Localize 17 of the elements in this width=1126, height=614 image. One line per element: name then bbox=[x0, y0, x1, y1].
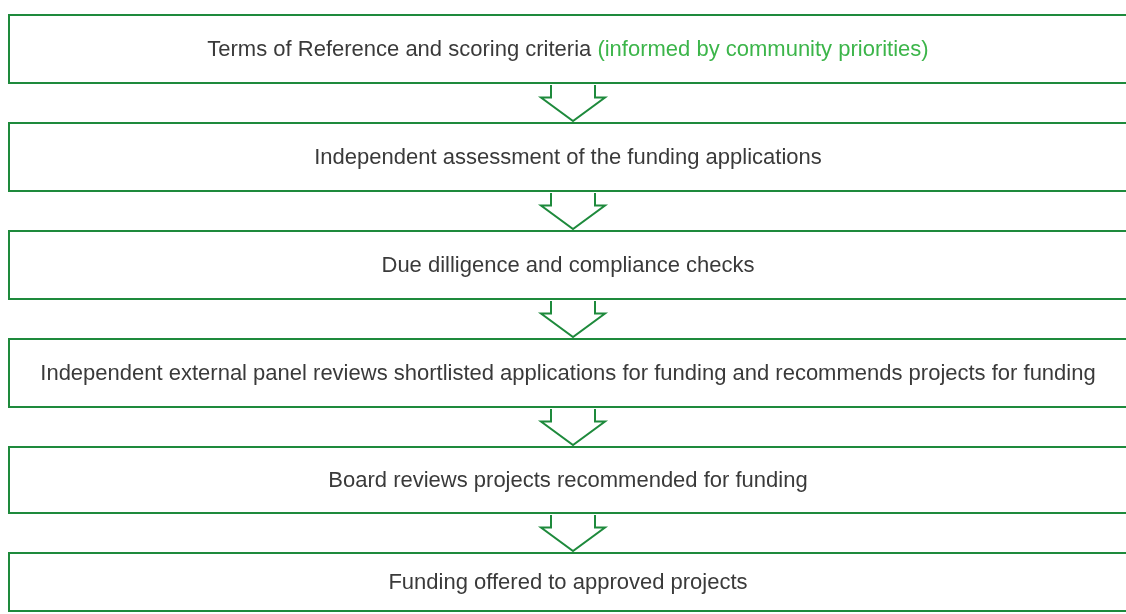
process-box bbox=[8, 122, 1126, 192]
step-text: Independent assessment of the funding applications bbox=[314, 144, 822, 170]
arrow bbox=[537, 408, 609, 447]
process-box bbox=[8, 338, 1126, 408]
process-box bbox=[8, 230, 1126, 300]
process-box bbox=[8, 446, 1126, 514]
arrow bbox=[537, 192, 609, 231]
arrow bbox=[537, 300, 609, 339]
step-text: Due dilligence and compliance checks bbox=[381, 252, 755, 278]
step-text: Funding offered to approved projects bbox=[388, 569, 748, 595]
step-text: Terms of Reference and scoring criteria (informed by community priorities) bbox=[207, 36, 929, 62]
process-box bbox=[8, 552, 1126, 612]
arrow bbox=[537, 514, 609, 553]
arrow bbox=[537, 84, 609, 123]
step-text: Independent external panel reviews shortlisted applications for funding and recommends projects for funding bbox=[40, 360, 1096, 386]
step-text: Board reviews projects recommended for funding bbox=[328, 467, 808, 493]
process-box bbox=[8, 14, 1126, 84]
